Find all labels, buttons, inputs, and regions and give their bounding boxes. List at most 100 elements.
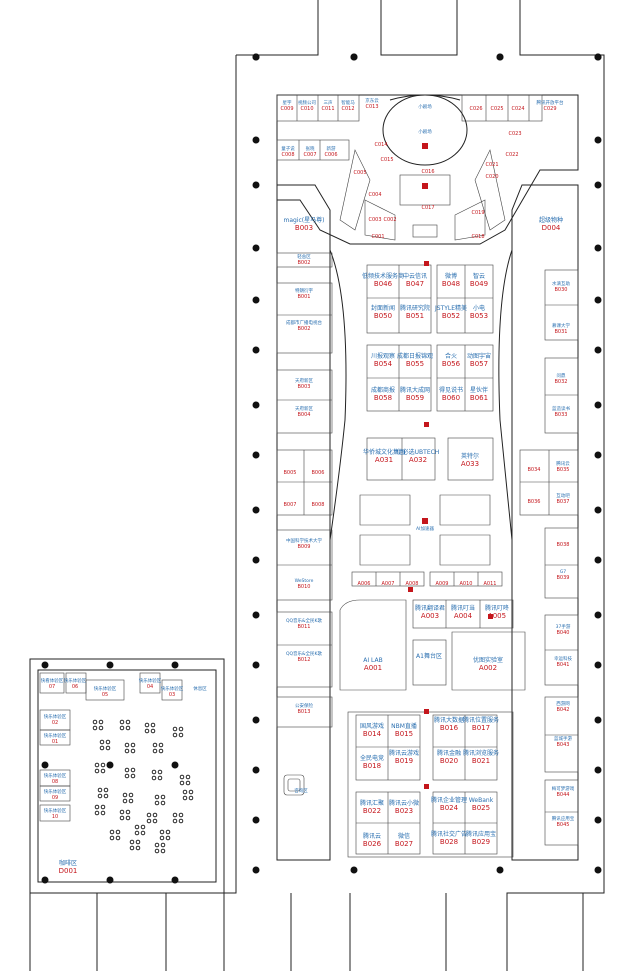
booth-code: B015 xyxy=(395,730,413,738)
booth-code: C019 xyxy=(471,210,484,216)
booth-code: C003 xyxy=(368,217,381,223)
column xyxy=(252,136,260,144)
booth-code: B001 xyxy=(298,294,311,300)
booth-code: B021 xyxy=(472,757,490,765)
booth-code: B028 xyxy=(440,838,458,846)
booth-code: B004 xyxy=(298,412,311,418)
booth-name: 新游 xyxy=(327,145,336,152)
booth-code: B030 xyxy=(555,287,568,293)
booth-name: 快乐体验区 xyxy=(44,788,67,795)
kiosk-marker xyxy=(122,792,134,804)
column xyxy=(252,181,260,189)
column xyxy=(41,661,49,669)
booth-name: 低频技术服务商 xyxy=(362,272,404,280)
booth-name: 合火 xyxy=(445,352,457,360)
booth-name: 互动吧 xyxy=(556,492,570,499)
column xyxy=(171,876,179,884)
kiosk-marker xyxy=(134,824,146,836)
booth-code: B016 xyxy=(440,724,459,732)
consult-label: 咨询区 xyxy=(294,787,308,794)
booth-code: B026 xyxy=(363,840,382,848)
booth-code: B027 xyxy=(395,840,413,848)
booth-code: B029 xyxy=(472,838,490,846)
left-wing xyxy=(276,252,333,728)
booth-code: A008 xyxy=(406,581,419,587)
booth-name: 快乐体验区 xyxy=(44,732,67,739)
booth-name: 星伙伴 xyxy=(470,386,488,394)
booth-code: B049 xyxy=(470,280,488,288)
booth-name: WeBank xyxy=(469,797,494,804)
booth-name: 快乐体验区 xyxy=(44,713,67,720)
booth-code: B020 xyxy=(440,757,458,765)
column xyxy=(106,761,114,769)
kiosk-marker xyxy=(92,719,104,731)
booth-code: B053 xyxy=(470,312,488,320)
booth-name: 水滴互助 xyxy=(552,280,570,287)
kiosk-marker xyxy=(144,722,156,734)
booth-code: C013 xyxy=(365,104,378,110)
booth-code: C020 xyxy=(485,174,498,180)
misc-label: 休息区 xyxy=(193,685,207,692)
booth-code: C026 xyxy=(469,106,482,112)
column xyxy=(171,661,179,669)
column xyxy=(594,401,602,409)
booth-code: C006 xyxy=(324,152,337,158)
booth-code: B031 xyxy=(555,329,568,335)
booth-name: WeStore xyxy=(295,578,314,584)
booth-code: B022 xyxy=(363,807,381,815)
booth-code: B050 xyxy=(374,312,392,320)
booth-code: B048 xyxy=(442,280,460,288)
booth-code: B047 xyxy=(406,280,424,288)
booth-code: B007 xyxy=(284,502,297,508)
booth-code: C018 xyxy=(471,234,484,240)
booth-name: 腾讯社交广告 xyxy=(431,830,467,838)
booth-name: JSTYLE精美 xyxy=(434,304,467,312)
booth-code: A011 xyxy=(484,581,497,587)
booth-name: 腾讯叮咚 xyxy=(485,604,509,612)
booth-name: 英特尔 xyxy=(461,452,479,460)
booth-code: B009 xyxy=(298,544,311,550)
booth-name: 特朗衍宇 xyxy=(295,287,313,294)
booth-name: QQ音乐&全民K歌 xyxy=(286,650,323,657)
column xyxy=(594,346,602,354)
kiosk-marker xyxy=(154,842,166,854)
booth-code: B042 xyxy=(557,707,570,713)
kiosk-marker xyxy=(94,762,106,774)
booth-code: C004 xyxy=(368,192,381,198)
booth-code: C023 xyxy=(508,131,521,137)
booth-name: 视频公司 xyxy=(298,99,316,106)
booth-name: 腾讯云 xyxy=(363,832,381,840)
center-upper xyxy=(366,261,494,427)
column xyxy=(252,766,260,774)
booth-name: 京东云 xyxy=(365,97,379,104)
booth-name: 成都市广播电视台 xyxy=(286,319,322,326)
booth-code: A031 xyxy=(375,456,393,464)
booth-name: 张晓 xyxy=(306,145,315,152)
booth-name: 腾讯应用宝 xyxy=(552,815,575,822)
booth-code: B008 xyxy=(312,502,325,508)
kiosk-marker xyxy=(179,774,191,786)
kiosk-marker xyxy=(124,767,136,779)
booth-name: 蓝造读书 xyxy=(552,405,570,412)
column xyxy=(496,53,504,61)
booth-name: 腾讯企业管理 xyxy=(431,796,467,804)
booth-name: 全民电竞 xyxy=(360,754,384,762)
column xyxy=(252,716,260,724)
booth-code: B036 xyxy=(528,499,541,505)
column xyxy=(594,244,602,252)
column xyxy=(350,866,358,874)
column xyxy=(171,761,179,769)
booth-code: A007 xyxy=(382,581,395,587)
booth-code: A003 xyxy=(421,612,439,620)
booth-name: 腾讯大数据 xyxy=(434,716,464,724)
booth-code: C021 xyxy=(485,162,498,168)
booth-name: 腾讯浏览服务 xyxy=(463,749,499,757)
booth-name: 成都商报 xyxy=(371,386,395,394)
booth-code: B059 xyxy=(406,394,424,402)
booth-code: B011 xyxy=(298,624,311,630)
column xyxy=(594,716,602,724)
booth-code: A006 xyxy=(358,581,371,587)
booth-name: 腾讯大成网 xyxy=(400,386,430,394)
booth-code: B033 xyxy=(555,412,568,418)
booth-code: C029 xyxy=(543,106,556,112)
